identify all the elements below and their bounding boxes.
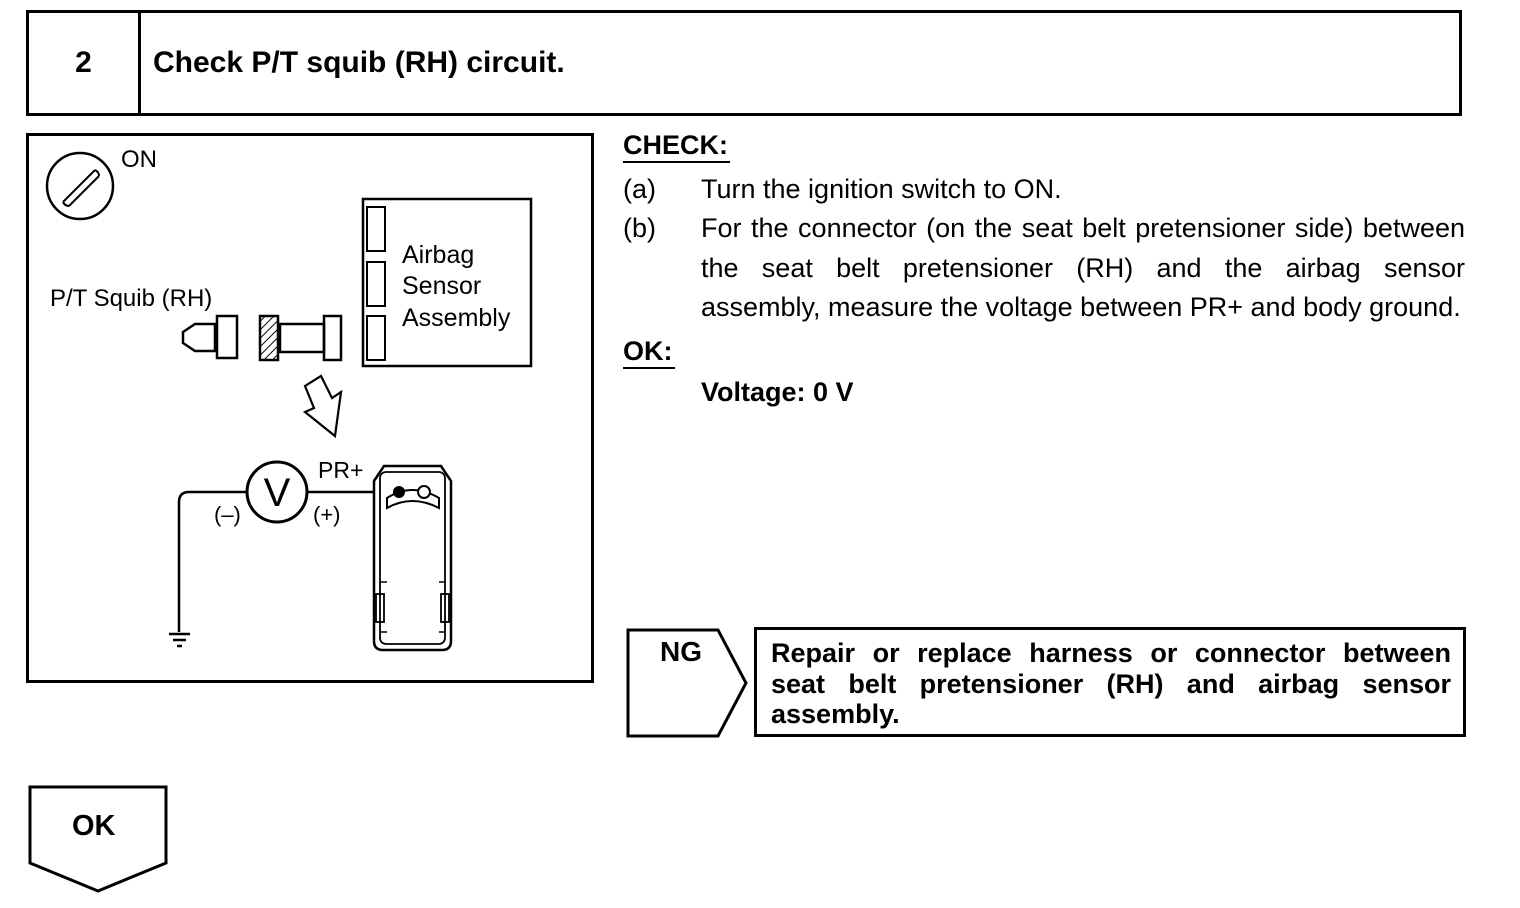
check-item-text: For the connector (on the seat belt pret… <box>701 213 1465 322</box>
pretensioner-connector-icon <box>372 464 453 652</box>
check-item-text: Turn the ignition switch to ON. <box>701 173 1062 204</box>
ng-action-box: Repair or replace harness or connector b… <box>754 627 1466 737</box>
sensor-label-line1: Airbag <box>402 241 474 269</box>
arrow-icon <box>302 374 343 439</box>
ok-value: Voltage: 0 V <box>701 377 854 407</box>
ok-branch-tag <box>28 785 168 893</box>
check-item: (b) For the connector (on the seat belt … <box>623 209 1465 328</box>
hatched-connector-icon <box>258 314 343 362</box>
check-heading: CHECK: <box>623 129 730 163</box>
ng-branch-tag <box>626 628 748 738</box>
negative-lead-label: (–) <box>214 502 241 527</box>
check-item-label: (b) <box>623 213 656 243</box>
sensor-label-line3: Assembly <box>402 304 511 332</box>
airbag-sensor-assembly-icon <box>361 197 533 368</box>
squib-connector-icon <box>181 314 239 360</box>
step-title: Check P/T squib (RH) circuit. <box>153 46 565 79</box>
sensor-label-line2: Sensor <box>402 272 481 300</box>
check-item-label: (a) <box>623 173 656 204</box>
instructions: CHECK: (a) Turn the ignition switch to O… <box>623 126 1465 413</box>
ok-branch-label: OK <box>72 810 116 842</box>
positive-lead-label: (+) <box>313 502 341 527</box>
squib-label: P/T Squib (RH) <box>50 285 212 312</box>
check-item: (a) Turn the ignition switch to ON. <box>623 170 1465 210</box>
wiring-diagram: ON P/T Squib (RH) Airbag Sens <box>26 133 594 683</box>
step-number: 2 <box>29 13 141 113</box>
ignition-switch-icon <box>45 151 115 221</box>
ng-label: NG <box>660 636 702 667</box>
ground-icon <box>169 632 190 648</box>
ok-heading: OK: <box>623 335 675 369</box>
terminal-label-pr-plus: PR+ <box>318 457 363 483</box>
step-header: 2 Check P/T squib (RH) circuit. <box>26 10 1462 116</box>
ignition-on-label: ON <box>121 146 157 173</box>
voltmeter-symbol: V <box>264 471 291 515</box>
